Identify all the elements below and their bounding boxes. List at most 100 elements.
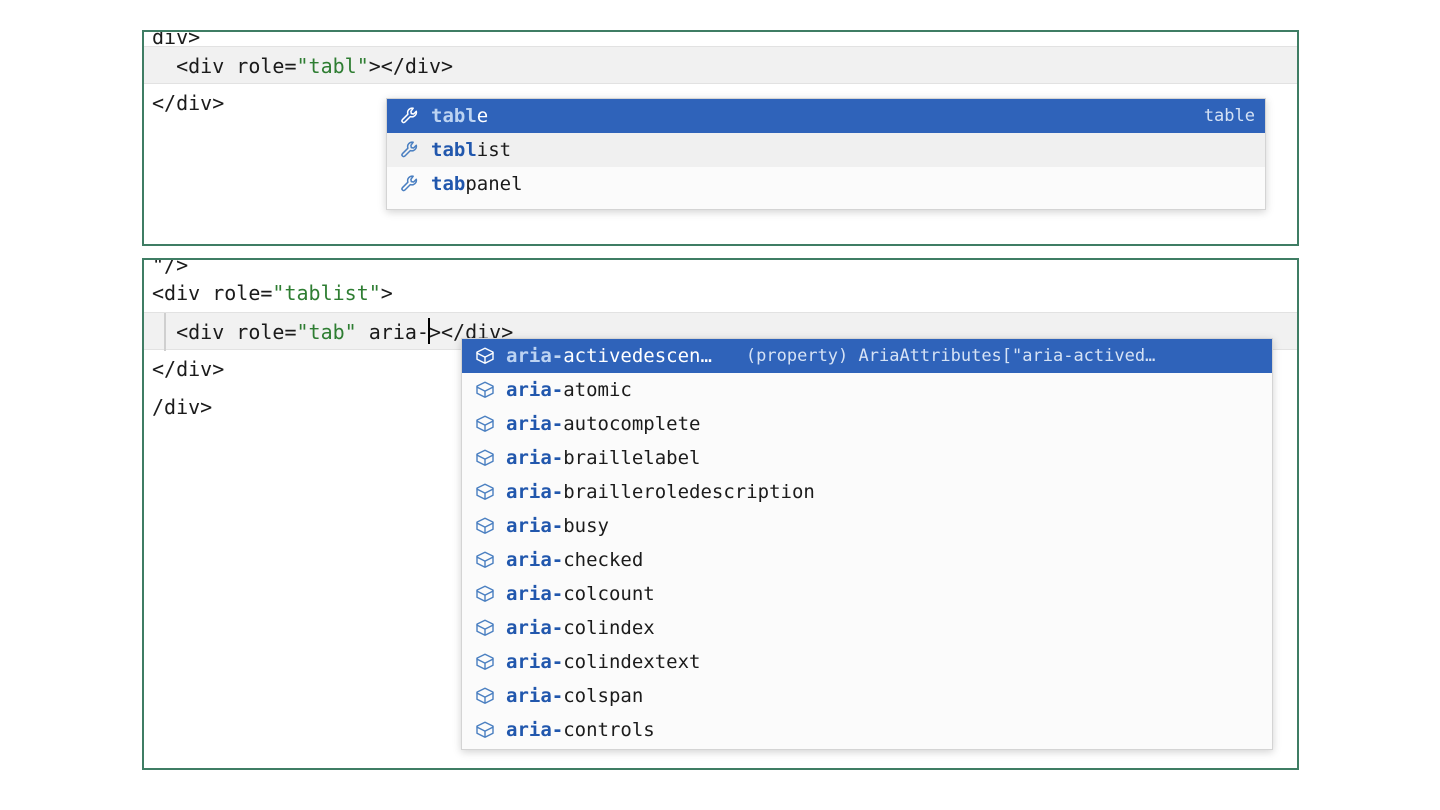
suggestion-label: aria-autocomplete (506, 413, 700, 435)
suggestion-remainder: activedescen… (563, 345, 712, 367)
suggestion-match: aria- (506, 345, 564, 367)
suggestion-label: aria-colindextext (506, 651, 700, 673)
suggestion-match: tabl (431, 105, 477, 127)
property-cube-icon (474, 617, 496, 639)
suggestion-item[interactable]: aria-colindex (462, 611, 1272, 645)
code-token-plain: /div> (152, 395, 213, 419)
text-cursor (427, 318, 430, 344)
code-line[interactable]: <div role="tabl"></div> (144, 46, 1297, 84)
code-token-plain: aria- (356, 320, 429, 344)
suggestion-label: aria-checked (506, 549, 643, 571)
suggestion-item[interactable]: tabpanel (387, 167, 1265, 201)
suggestion-item[interactable]: aria-busy (462, 509, 1272, 543)
property-cube-icon (474, 515, 496, 537)
suggestion-remainder: colcount (563, 583, 655, 605)
suggestion-remainder: atomic (563, 379, 632, 401)
wrench-icon (399, 173, 421, 195)
suggestion-label: table (431, 105, 488, 127)
property-cube-icon (474, 719, 496, 741)
code-token-plain: "/> (152, 260, 189, 274)
suggestion-label: aria-colindex (506, 617, 655, 639)
wrench-icon (399, 105, 421, 127)
property-cube-icon (474, 379, 496, 401)
suggestion-match: aria- (506, 719, 564, 741)
wrench-icon (399, 139, 421, 161)
suggestion-label: tablist (431, 139, 511, 161)
suggestion-item[interactable]: aria-controls (462, 713, 1272, 747)
suggestion-remainder: braillelabel (563, 447, 701, 469)
suggestion-remainder: panel (465, 173, 523, 195)
code-line[interactable]: <div role="tablist"> (144, 274, 1297, 312)
suggestion-item[interactable]: aria-colcount (462, 577, 1272, 611)
code-token-plain: <div role= (152, 320, 297, 344)
suggestion-match: aria- (506, 549, 564, 571)
property-cube-icon (474, 345, 496, 367)
suggestion-item[interactable]: aria-colindextext (462, 645, 1272, 679)
suggestion-match: tab (431, 173, 466, 195)
suggestion-label: aria-atomic (506, 379, 632, 401)
code-line[interactable]: "/> (144, 260, 1297, 274)
suggestion-match: aria- (506, 617, 564, 639)
property-cube-icon (474, 447, 496, 469)
suggestion-remainder: e (476, 105, 489, 127)
suggestion-match: aria- (506, 583, 564, 605)
suggestion-label: aria-busy (506, 515, 609, 537)
property-cube-icon (474, 549, 496, 571)
suggestion-item[interactable]: aria-autocomplete (462, 407, 1272, 441)
code-token-plain: <div role= (152, 54, 297, 78)
suggestion-remainder: autocomplete (563, 413, 701, 435)
suggestion-match: aria- (506, 447, 564, 469)
suggestion-remainder: colindex (563, 617, 655, 639)
property-cube-icon (474, 685, 496, 707)
suggestion-type-hint: (property) AriaAttributes["aria-actived… (745, 346, 1156, 366)
suggestion-match: aria- (506, 515, 564, 537)
code-token-plain: ></div> (368, 54, 454, 78)
suggestion-remainder: brailleroledescription (563, 481, 815, 503)
code-line[interactable]: /div> (144, 388, 1297, 426)
suggestion-label: tabpanel (431, 173, 523, 195)
code-line[interactable]: div> (144, 32, 1297, 46)
suggestion-item[interactable]: aria-colspan (462, 679, 1272, 713)
suggestion-item[interactable]: aria-atomic (462, 373, 1272, 407)
suggestion-label: aria-activedescen… (506, 345, 712, 367)
code-token-string: "tabl" (296, 54, 369, 78)
code-token-plain: <div role= (152, 281, 273, 305)
code-token-plain: </div> (152, 91, 225, 115)
suggestion-detail: table (1203, 106, 1255, 126)
suggestion-label: aria-controls (506, 719, 655, 741)
property-cube-icon (474, 651, 496, 673)
suggestion-remainder: controls (563, 719, 655, 741)
code-token-string: "tab" (296, 320, 357, 344)
suggestion-remainder: colspan (563, 685, 644, 707)
suggestion-remainder: colindextext (563, 651, 701, 673)
suggestion-match: aria- (506, 481, 564, 503)
property-cube-icon (474, 583, 496, 605)
code-token-plain: div> (152, 32, 201, 46)
suggestion-match: aria- (506, 685, 564, 707)
suggestion-label: aria-colcount (506, 583, 655, 605)
code-token-plain: > (380, 281, 393, 305)
suggestion-item[interactable]: tablist (387, 133, 1265, 167)
property-cube-icon (474, 413, 496, 435)
indent-guide (164, 313, 166, 351)
code-line[interactable]: </div> (144, 84, 1297, 122)
autocomplete-popup-aria[interactable]: aria-activedescen… (property) AriaAttribu… (461, 338, 1273, 750)
code-line[interactable]: </div> (144, 350, 1297, 388)
suggestion-item[interactable]: aria-brailleroledescription (462, 475, 1272, 509)
code-token-string: "tablist" (272, 281, 381, 305)
suggestion-match: aria- (506, 413, 564, 435)
suggestion-match: tabl (431, 139, 477, 161)
suggestion-remainder: checked (563, 549, 644, 571)
suggestion-item[interactable]: aria-activedescen… (property) AriaAttribu… (462, 339, 1272, 373)
suggestion-label: aria-brailleroledescription (506, 481, 815, 503)
suggestion-label: aria-braillelabel (506, 447, 700, 469)
suggestion-remainder: busy (563, 515, 609, 537)
suggestion-item[interactable]: aria-checked (462, 543, 1272, 577)
suggestion-match: aria- (506, 651, 564, 673)
suggestion-item[interactable]: aria-braillelabel (462, 441, 1272, 475)
suggestion-match: aria- (506, 379, 564, 401)
code-lines-role[interactable]: div> <div role="tabl"></div> </div> (144, 32, 1297, 244)
